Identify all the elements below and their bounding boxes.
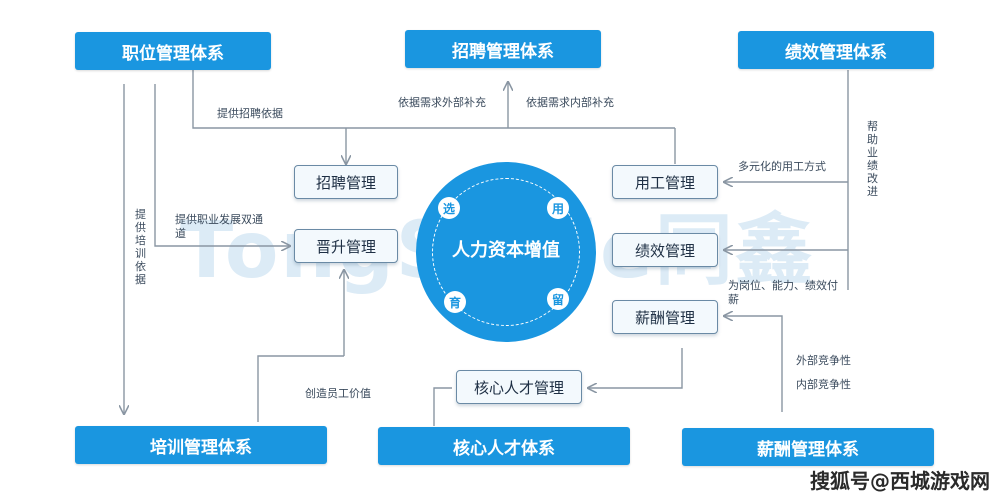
hub-title: 人力资本增值 bbox=[452, 240, 560, 261]
edge-position-to-recruit bbox=[192, 70, 675, 129]
position-system-box: 职位管理体系 bbox=[75, 32, 271, 70]
label-diverse-employment: 多元化的用工方式 bbox=[738, 160, 826, 173]
hub-node-use: 用 bbox=[547, 197, 569, 219]
edge-compensation bbox=[724, 316, 783, 412]
label-recruit-basis: 提供招聘依据 bbox=[217, 107, 283, 120]
edge-core-to-systems bbox=[433, 387, 452, 426]
label-training-basis: 提供培训依据 bbox=[135, 208, 146, 286]
hub-node-select: 选 bbox=[438, 197, 460, 219]
label-external-competitive: 外部竞争性 bbox=[796, 354, 851, 367]
label-pay-for: 为岗位、能力、绩效付薪 bbox=[728, 279, 838, 306]
core-talent-system-box: 核心人才体系 bbox=[378, 427, 630, 465]
compensation-system-box: 薪酬管理体系 bbox=[682, 428, 934, 466]
performance-system-box: 绩效管理体系 bbox=[738, 31, 934, 69]
label-career-channel: 提供职业发展双通道 bbox=[175, 213, 263, 240]
hub-dashed-ring bbox=[432, 178, 580, 326]
label-external-supplement: 依据需求外部补充 bbox=[398, 96, 486, 109]
hub-node-retain: 留 bbox=[547, 288, 569, 310]
recruiting-module-box: 招聘管理 bbox=[294, 165, 398, 199]
label-create-value: 创造员工价值 bbox=[305, 387, 371, 400]
recruiting-system-box: 招聘管理体系 bbox=[405, 30, 601, 68]
label-business-improve: 帮助业绩改进 bbox=[867, 120, 878, 198]
corner-logo-text: 搜狐号@西城游戏网 bbox=[810, 469, 990, 493]
performance-module-box: 绩效管理 bbox=[612, 233, 718, 267]
employment-module-box: 用工管理 bbox=[612, 165, 718, 199]
training-system-box: 培训管理体系 bbox=[75, 426, 327, 464]
label-internal-competitive: 内部竞争性 bbox=[796, 378, 851, 391]
edge-value-loop bbox=[257, 355, 344, 422]
label-internal-supplement: 依据需求内部补充 bbox=[526, 96, 614, 109]
core-talent-module-box: 核心人才管理 bbox=[456, 370, 582, 404]
promotion-module-box: 晋升管理 bbox=[294, 229, 398, 263]
edge-salary-to-core bbox=[588, 348, 683, 388]
corner-logo: 搜狐号@西城游戏网 bbox=[810, 465, 990, 494]
compensation-module-box: 薪酬管理 bbox=[612, 300, 718, 334]
hub-node-develop: 育 bbox=[444, 291, 466, 313]
edge-career-channel bbox=[154, 84, 290, 246]
